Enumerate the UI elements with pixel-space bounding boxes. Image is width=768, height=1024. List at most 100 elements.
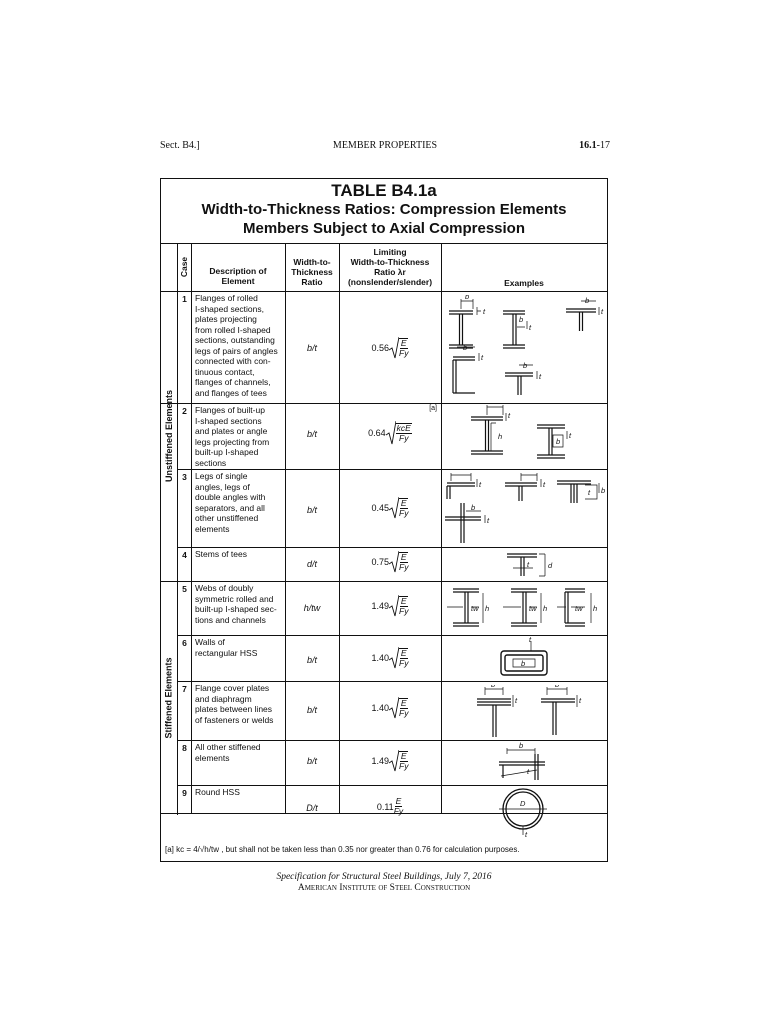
element-description: All other stiffened elements bbox=[195, 742, 261, 763]
examples-header: Examples bbox=[504, 278, 544, 288]
svg-text:b: b bbox=[463, 343, 467, 352]
svg-text:b: b bbox=[491, 685, 495, 689]
case-7-example-figures: bt bt bbox=[441, 685, 607, 739]
svg-text:t: t bbox=[487, 516, 490, 525]
running-header: Sect. B4.] MEMBER PROPERTIES 16.1-17 bbox=[160, 140, 610, 156]
ratio-value: b/t bbox=[306, 705, 317, 715]
ratio-value: b/t bbox=[306, 655, 317, 665]
case-number: 1 bbox=[182, 294, 187, 304]
svg-text:b: b bbox=[493, 405, 497, 406]
footnote-marker: [a] bbox=[429, 405, 437, 412]
table-subtitle-2: Members Subject to Axial Compression bbox=[242, 220, 525, 237]
svg-text:t: t bbox=[579, 696, 582, 705]
svg-text:h: h bbox=[543, 604, 547, 613]
svg-text:t: t bbox=[543, 480, 546, 489]
case-number: 3 bbox=[182, 472, 187, 482]
element-description: Flanges of built-up I-shaped sections an… bbox=[195, 405, 270, 468]
svg-text:b: b bbox=[519, 315, 523, 324]
case-number: 6 bbox=[182, 638, 187, 648]
svg-text:b: b bbox=[556, 437, 560, 446]
table-frame: TABLE B4.1a Width-to-Thickness Ratios: C… bbox=[160, 178, 608, 862]
ratio-header: Width-to- Thickness Ratio bbox=[291, 257, 333, 287]
svg-text:d: d bbox=[548, 561, 553, 570]
svg-text:b: b bbox=[523, 361, 527, 370]
svg-text:h: h bbox=[527, 473, 531, 474]
svg-text:h: h bbox=[485, 604, 489, 613]
svg-text:b: b bbox=[519, 742, 523, 750]
svg-text:b: b bbox=[601, 486, 605, 495]
svg-text:t: t bbox=[525, 830, 528, 837]
table-subtitle: Width-to-Thickness Ratios: Compression E… bbox=[201, 201, 567, 218]
table-row-case-7: 7 Flange cover plates and diaphragm plat… bbox=[161, 681, 607, 740]
ratio-value: d/t bbox=[306, 559, 317, 569]
case-number: 8 bbox=[182, 743, 187, 753]
svg-text:b: b bbox=[459, 473, 463, 474]
svg-text:b: b bbox=[555, 685, 559, 689]
table-row-case-2: 2 Flanges of built-up I-shaped sections … bbox=[161, 403, 607, 469]
case-3-example-figures: b t h t t b b t bbox=[441, 473, 607, 545]
svg-text:t: t bbox=[527, 560, 530, 569]
table-grid: Case Description of Element Width-to- Th… bbox=[161, 243, 607, 837]
case-number: 2 bbox=[182, 406, 187, 416]
element-description: Flange cover plates and diaphragm plates… bbox=[195, 683, 274, 725]
element-description: Flanges of rolled I-shaped sections, pla… bbox=[195, 293, 278, 398]
chapter-title: MEMBER PROPERTIES bbox=[332, 140, 438, 151]
footnote: [a] kc = 4/√h/tw , but shall not be take… bbox=[165, 845, 520, 854]
description-header: Description of Element bbox=[209, 266, 267, 286]
footer-institute: American Institute of Steel Construction bbox=[297, 883, 471, 893]
case-header: Case bbox=[179, 256, 190, 278]
svg-text:t: t bbox=[601, 307, 604, 316]
element-description: Webs of doubly symmetric rolled and buil… bbox=[195, 583, 277, 625]
svg-text:t: t bbox=[588, 488, 591, 497]
table-number: TABLE B4.1a bbox=[331, 181, 437, 200]
footer-spec: Specification for Structural Steel Build… bbox=[276, 872, 492, 882]
svg-text:t: t bbox=[527, 767, 530, 776]
case-number: 5 bbox=[182, 584, 187, 594]
case-number: 7 bbox=[182, 684, 187, 694]
table-row-case-5: 5 Webs of doubly symmetric rolled and bu… bbox=[161, 581, 607, 635]
svg-text:b: b bbox=[585, 296, 589, 305]
element-description: Walls of rectangular HSS bbox=[195, 637, 258, 658]
element-description: Stems of tees bbox=[195, 549, 247, 559]
svg-text:h: h bbox=[498, 432, 502, 441]
svg-text:tw: tw bbox=[471, 604, 479, 613]
svg-text:t: t bbox=[481, 353, 484, 362]
svg-text:h: h bbox=[593, 604, 597, 613]
case-2-example-figures: bth bt bbox=[441, 405, 607, 465]
svg-text:b: b bbox=[471, 503, 475, 512]
limit-header: Limiting Width-to-Thickness Ratio λr (no… bbox=[347, 247, 433, 287]
ratio-value: b/t bbox=[306, 756, 317, 766]
ratio-value: b/t bbox=[306, 429, 317, 439]
table-row-case-1: 1 Flanges of rolled I-shaped sections, p… bbox=[161, 291, 607, 403]
ratio-value: b/t bbox=[306, 343, 317, 353]
svg-text:t: t bbox=[508, 411, 511, 420]
page-number: 16.1-17 bbox=[579, 140, 610, 151]
case-number: 9 bbox=[182, 788, 187, 798]
svg-text:tw: tw bbox=[529, 604, 537, 613]
page-footer: Specification for Structural Steel Build… bbox=[0, 872, 768, 894]
svg-text:t: t bbox=[479, 480, 482, 489]
svg-text:D: D bbox=[520, 799, 526, 808]
table-row-case-3: 3 Legs of single angles, legs of double … bbox=[161, 469, 607, 547]
svg-text:b: b bbox=[465, 295, 469, 301]
svg-text:t: t bbox=[483, 307, 486, 316]
table-title: TABLE B4.1a Width-to-Thickness Ratios: C… bbox=[161, 179, 607, 238]
ratio-value: h/tw bbox=[303, 603, 321, 613]
element-description: Round HSS bbox=[195, 787, 240, 797]
svg-text:t: t bbox=[539, 372, 542, 381]
